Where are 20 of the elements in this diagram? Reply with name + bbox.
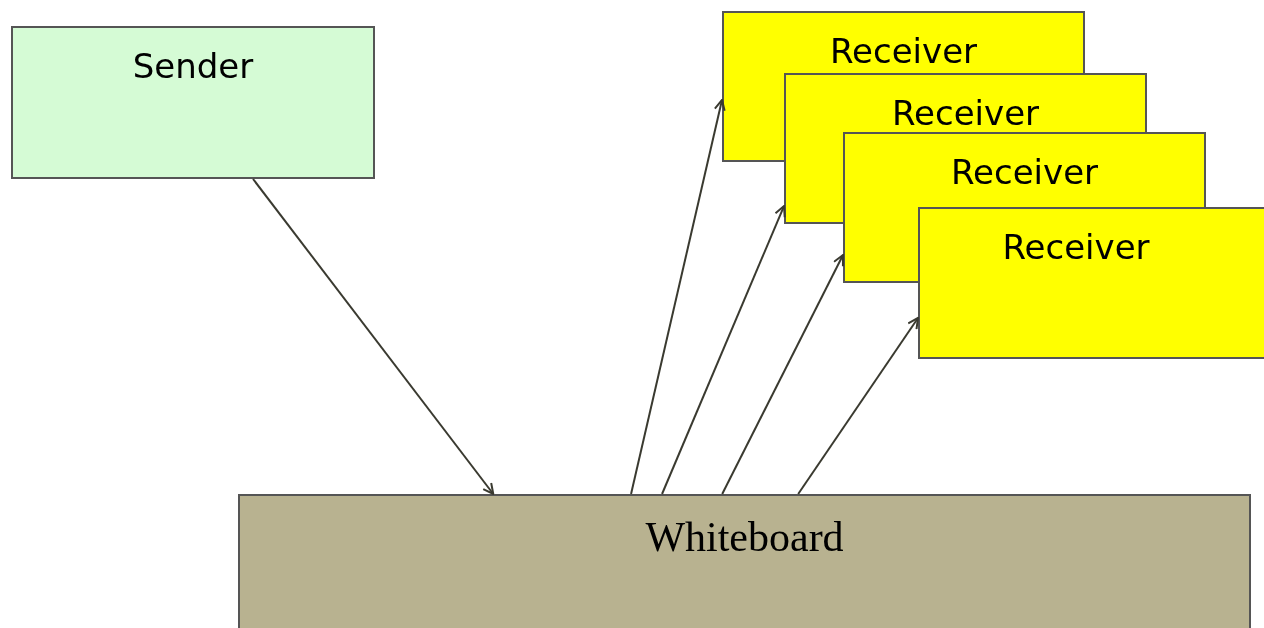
receiver-box	[784, 132, 845, 224]
node-label: Receiver	[1001, 229, 1151, 267]
sender-box	[11, 26, 375, 179]
node-label: Receiver	[949, 154, 1100, 192]
receiver-box	[843, 207, 920, 283]
receiver-box	[722, 73, 786, 162]
arrow	[630, 98, 726, 495]
receiver-box	[843, 132, 1206, 207]
arrow	[661, 205, 786, 495]
arrow	[797, 316, 919, 495]
node-label: Whiteboard	[644, 514, 845, 561]
receiver-box	[784, 73, 1147, 132]
receiver-box	[918, 207, 1264, 359]
whiteboard-box	[238, 494, 1251, 628]
node-label: Receiver	[890, 95, 1041, 133]
node-label: Sender	[131, 48, 255, 86]
arrow	[721, 254, 844, 495]
node-label: Receiver	[828, 33, 979, 71]
arrow	[252, 178, 495, 495]
receiver-box	[722, 11, 1085, 73]
